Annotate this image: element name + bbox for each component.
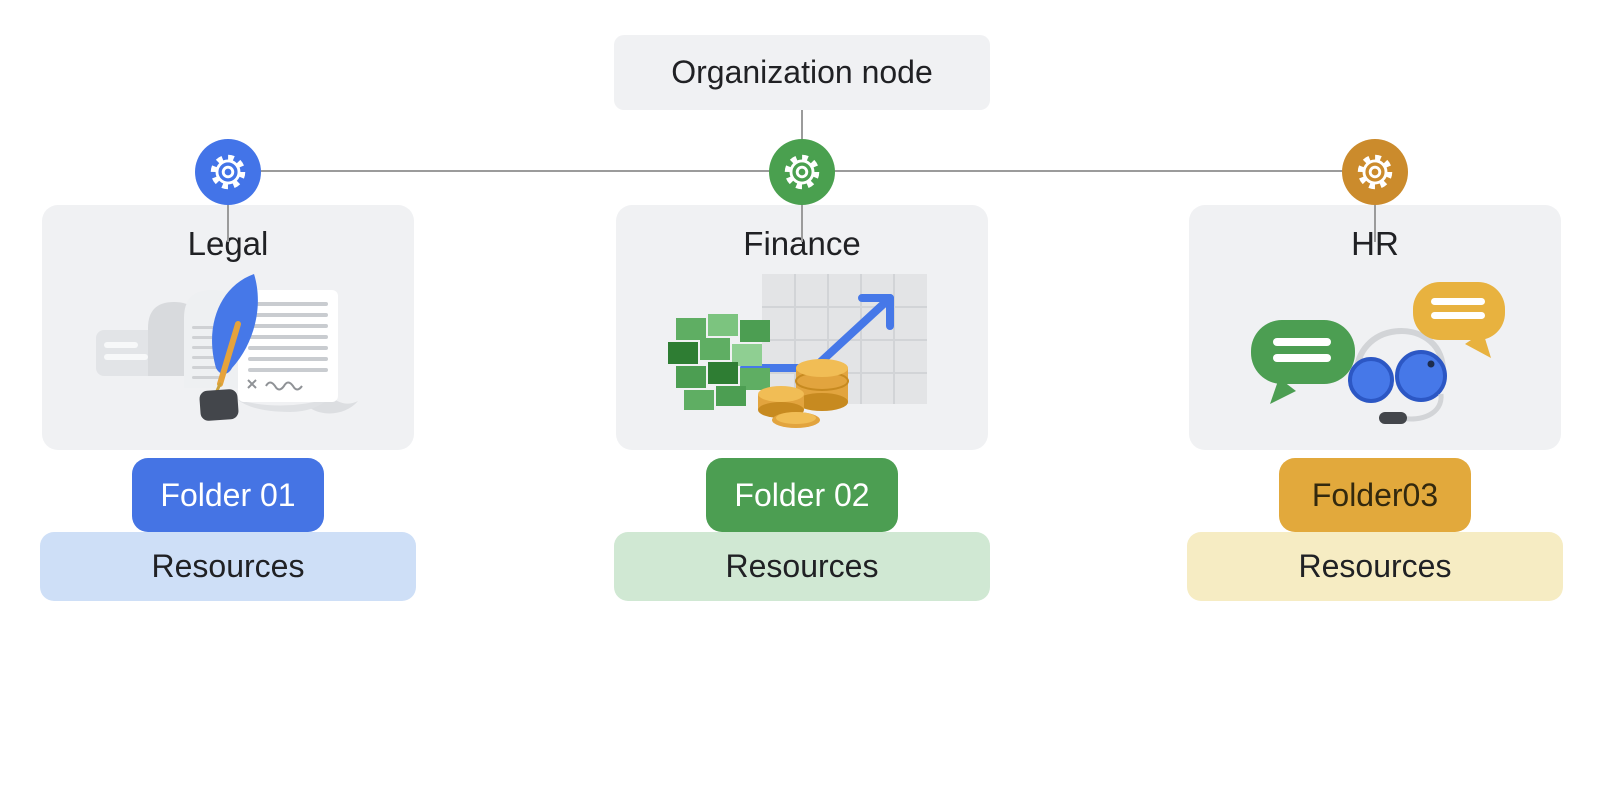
gear-badge-hr bbox=[1342, 139, 1408, 205]
green-chat-bubble bbox=[1251, 320, 1355, 404]
quill-pen bbox=[212, 274, 258, 395]
money-stack bbox=[668, 314, 770, 410]
folder-badge-01: Folder 01 bbox=[132, 458, 324, 532]
gear-icon bbox=[1357, 154, 1393, 190]
headset-microphone bbox=[1379, 393, 1444, 424]
finance-money-growth-illustration bbox=[668, 274, 927, 428]
gear-badge-legal bbox=[195, 139, 261, 205]
resources-node-hr: Resources bbox=[1187, 532, 1563, 601]
inkwell bbox=[199, 389, 239, 421]
department-column-finance: Finance bbox=[612, 139, 992, 601]
hr-headset-chat-illustration bbox=[1251, 282, 1505, 424]
gear-icon bbox=[210, 154, 246, 190]
resources-node-legal: Resources bbox=[40, 532, 416, 601]
legal-quill-documents-illustration bbox=[96, 274, 358, 421]
department-column-legal: Legal bbox=[38, 139, 418, 601]
gear-badge-finance bbox=[769, 139, 835, 205]
signature-row bbox=[247, 379, 303, 391]
organization-node: Organization node bbox=[614, 35, 990, 110]
department-card-hr: HR bbox=[1189, 205, 1561, 450]
yellow-chat-bubble bbox=[1413, 282, 1505, 358]
contract-document bbox=[238, 290, 358, 414]
gear-icon bbox=[784, 154, 820, 190]
department-card-legal: Legal bbox=[42, 205, 414, 450]
department-card-finance: Finance bbox=[616, 205, 988, 450]
coin-stack bbox=[758, 359, 849, 428]
headset-earcups bbox=[1348, 350, 1447, 403]
folder-badge-03: Folder03 bbox=[1279, 458, 1471, 532]
folder-badge-02: Folder 02 bbox=[706, 458, 898, 532]
resources-node-finance: Resources bbox=[614, 532, 990, 601]
department-column-hr: HR bbox=[1185, 139, 1565, 601]
